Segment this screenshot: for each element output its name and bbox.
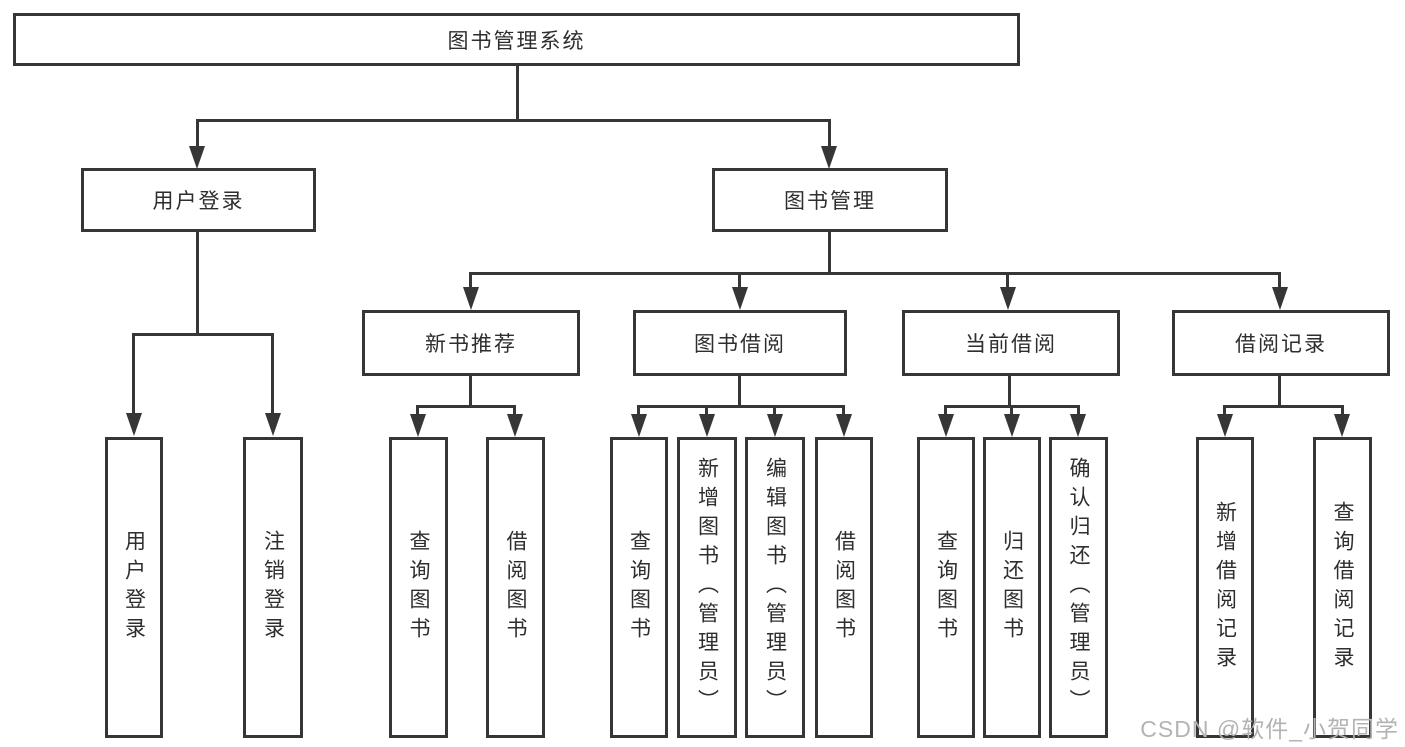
node-root-label: 图书管理系统	[447, 29, 586, 53]
connector-level2-branch	[196, 119, 831, 122]
node-current-borrow: 当前借阅	[902, 310, 1120, 376]
connector-bb-2	[705, 408, 708, 418]
arrow-down-icon	[631, 414, 647, 437]
leaf-nbr-borrow-book-label: 借阅图书	[504, 529, 527, 646]
connector-nbr-branch	[416, 405, 516, 408]
node-current-borrow-label: 当前借阅	[965, 333, 1057, 356]
leaf-br-query-record-label: 查询借阅记录	[1331, 500, 1354, 675]
node-book-management: 图书管理	[712, 168, 948, 232]
arrow-down-icon	[1217, 414, 1233, 437]
connector-cb-1	[944, 408, 947, 418]
connector-to-book-management	[828, 122, 831, 148]
node-new-book-recommend: 新书推荐	[362, 310, 580, 376]
leaf-logout-login-label: 注销登录	[261, 529, 285, 646]
leaf-bb-query-book-label: 查询图书	[627, 529, 651, 646]
connector-to-book-borrow	[738, 275, 741, 293]
watermark: CSDN @软件_小贺同学	[1140, 716, 1399, 742]
node-user-login: 用户登录	[81, 168, 316, 232]
leaf-nbr-query-book-label: 查询图书	[407, 529, 430, 646]
arrow-down-icon	[1334, 414, 1350, 437]
connector-user-login-branch	[132, 333, 274, 336]
leaf-nbr-borrow-book: 借阅图书	[486, 437, 545, 738]
connector-to-user-login	[196, 122, 199, 148]
arrow-down-icon	[699, 414, 715, 437]
connector-user-login-stem	[196, 232, 199, 336]
leaf-cb-confirm-return-admin-label: 确认归还（管理员）	[1067, 457, 1090, 718]
arrow-down-icon	[507, 414, 523, 437]
connector-cb-2	[1010, 408, 1013, 418]
leaf-cb-query-book-label: 查询图书	[934, 529, 958, 646]
arrow-down-icon	[410, 414, 426, 437]
node-root: 图书管理系统	[13, 13, 1020, 66]
leaf-bb-edit-book-admin: 编辑图书（管理员）	[745, 437, 805, 738]
connector-cb-3	[1077, 408, 1080, 418]
node-borrow-records-label: 借阅记录	[1235, 333, 1327, 356]
connector-br-left	[1223, 408, 1226, 418]
connector-to-borrow-records	[1278, 275, 1281, 293]
leaf-bb-query-book: 查询图书	[610, 437, 668, 738]
connector-nbr-stem	[469, 376, 472, 408]
node-new-book-recommend-label: 新书推荐	[425, 333, 517, 356]
leaf-user-login-label: 用户登录	[122, 529, 146, 646]
leaf-br-add-record-label: 新增借阅记录	[1213, 500, 1237, 675]
connector-cb-stem	[1008, 376, 1011, 408]
connector-nbr-left	[416, 408, 419, 418]
leaf-cb-confirm-return-admin: 确认归还（管理员）	[1049, 437, 1108, 738]
arrow-down-icon	[821, 146, 837, 169]
leaf-br-query-record: 查询借阅记录	[1313, 437, 1372, 738]
leaf-nbr-query-book: 查询图书	[389, 437, 448, 738]
arrow-down-icon	[732, 287, 748, 310]
leaf-br-add-record: 新增借阅记录	[1196, 437, 1254, 738]
leaf-cb-query-book: 查询图书	[917, 437, 975, 738]
connector-to-current-borrow	[1006, 275, 1009, 293]
leaf-user-login: 用户登录	[105, 437, 163, 738]
connector-bb-stem	[738, 376, 741, 408]
connector-book-mgmt-stem	[828, 232, 831, 275]
connector-br-stem	[1278, 376, 1281, 408]
leaf-bb-add-book-admin-label: 新增图书（管理员）	[695, 457, 719, 718]
arrow-down-icon	[1000, 287, 1016, 310]
connector-cb-branch	[944, 405, 1080, 408]
connector-bb-3	[773, 408, 776, 418]
leaf-cb-return-book-label: 归还图书	[1000, 529, 1024, 646]
arrow-down-icon	[767, 414, 783, 437]
node-book-borrow-label: 图书借阅	[694, 333, 786, 356]
node-book-borrow: 图书借阅	[633, 310, 847, 376]
connector-br-right	[1341, 408, 1344, 418]
leaf-cb-return-book: 归还图书	[983, 437, 1041, 738]
leaf-bb-borrow-book-label: 借阅图书	[832, 529, 856, 646]
arrow-down-icon	[126, 413, 142, 436]
connector-nbr-right	[513, 408, 516, 418]
arrow-down-icon	[1070, 414, 1086, 437]
connector-level3-branch	[469, 272, 1281, 275]
arrow-down-icon	[265, 413, 281, 436]
node-borrow-records: 借阅记录	[1172, 310, 1390, 376]
connector-bb-branch	[637, 405, 845, 408]
connector-br-branch	[1223, 405, 1344, 408]
leaf-bb-add-book-admin: 新增图书（管理员）	[677, 437, 737, 738]
connector-to-leaf-user-login	[132, 336, 135, 416]
connector-to-new-book-recommend	[469, 275, 472, 293]
leaf-bb-edit-book-admin-label: 编辑图书（管理员）	[763, 457, 787, 718]
connector-root-stem	[516, 66, 519, 122]
connector-bb-1	[637, 408, 640, 418]
connector-bb-4	[842, 408, 845, 418]
leaf-bb-borrow-book: 借阅图书	[815, 437, 873, 738]
arrow-down-icon	[938, 414, 954, 437]
connector-to-leaf-logout	[271, 336, 274, 416]
arrow-down-icon	[1272, 287, 1288, 310]
arrow-down-icon	[836, 414, 852, 437]
node-user-login-label: 用户登录	[152, 190, 245, 213]
node-book-management-label: 图书管理	[784, 190, 876, 213]
arrow-down-icon	[463, 287, 479, 310]
arrow-down-icon	[189, 146, 205, 169]
leaf-logout-login: 注销登录	[243, 437, 303, 738]
arrow-down-icon	[1004, 414, 1020, 437]
